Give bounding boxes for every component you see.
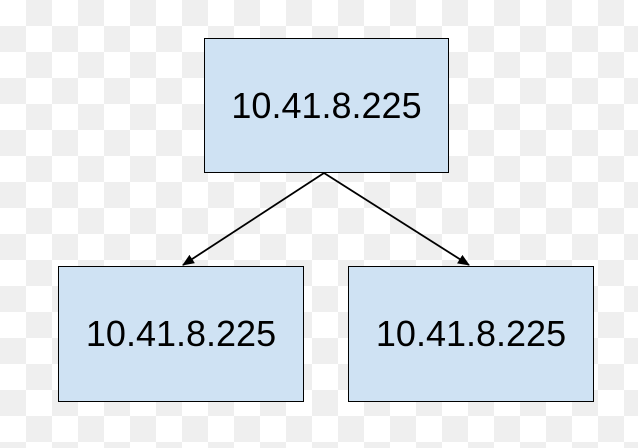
node-root: 10.41.8.225 [204, 38, 449, 173]
node-left-child: 10.41.8.225 [58, 266, 304, 402]
node-root-label: 10.41.8.225 [231, 84, 422, 126]
edge-root-to-right [323, 172, 470, 266]
edge-root-to-left [182, 172, 325, 266]
node-left-label: 10.41.8.225 [85, 313, 277, 354]
node-right-label: 10.41.8.225 [375, 313, 567, 354]
node-right-child: 10.41.8.225 [348, 266, 594, 402]
